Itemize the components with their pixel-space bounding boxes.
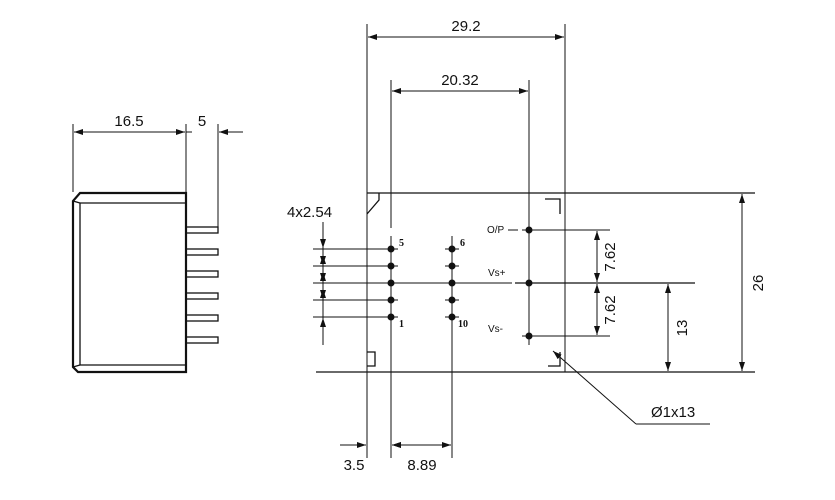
- dim-pin-spec: Ø1x13: [651, 404, 695, 421]
- output-label-vs-plus: Vs+: [488, 268, 506, 279]
- pin-number-5: 5: [399, 238, 404, 249]
- side-view-body: [71, 191, 188, 374]
- dim-overall-width: 29.2: [451, 18, 480, 35]
- dim-pin-pitch: 4x2.54: [287, 204, 332, 221]
- dim-pin-offset: 3.5: [344, 457, 365, 474]
- dim-half-spacing-bottom: 7.62: [602, 295, 619, 324]
- pin-row-right: 6 10: [445, 236, 468, 458]
- front-view-corners: [366, 193, 561, 367]
- dim-inner-spacing: 8.89: [407, 457, 436, 474]
- pin-number-1: 1: [399, 319, 404, 330]
- output-label-op: O/P: [487, 225, 505, 236]
- pin-row-left: 5 1: [313, 236, 404, 330]
- pin-number-6: 6: [460, 238, 465, 249]
- dim-height: 26: [750, 275, 767, 292]
- dim-half-spacing-top: 7.62: [602, 242, 619, 271]
- pin-number-10: 10: [458, 319, 468, 330]
- dim-pin-length: 5: [198, 113, 206, 130]
- side-view-pins: [185, 226, 219, 344]
- dim-body-width: 16.5: [114, 113, 143, 130]
- side-view: 16.5 5: [71, 113, 243, 374]
- front-view: 29.2 20.32 5 1: [287, 18, 767, 474]
- output-label-vs-minus: Vs-: [488, 324, 503, 335]
- output-pins: O/P Vs+ Vs-: [487, 215, 695, 345]
- dim-center-height: 13: [674, 320, 691, 337]
- dim-row-spacing: 20.32: [441, 72, 479, 89]
